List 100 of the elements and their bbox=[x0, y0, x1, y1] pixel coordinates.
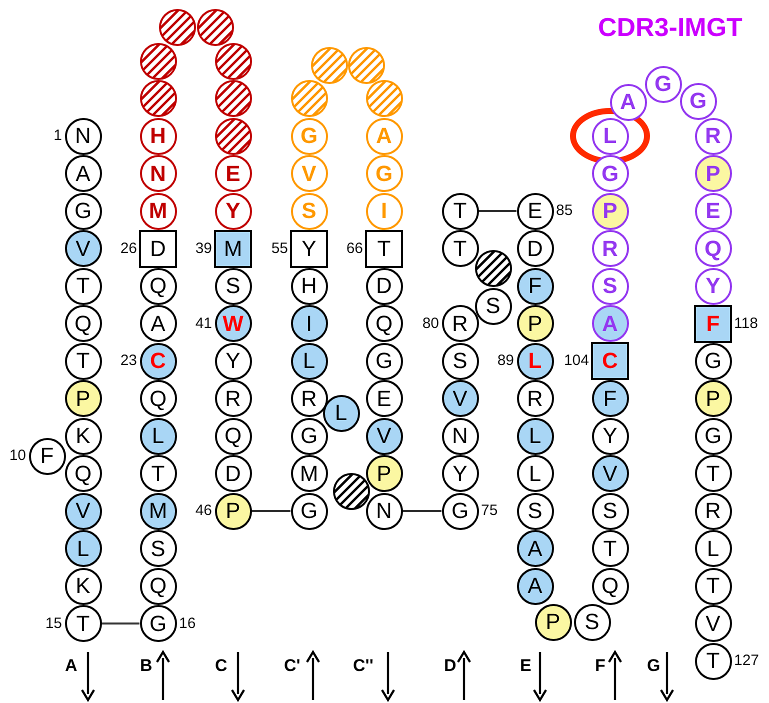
strand-label: B bbox=[140, 656, 152, 676]
residue-circle: V bbox=[64, 230, 102, 267]
residue-circle: I bbox=[290, 305, 328, 342]
residue-circle: Y bbox=[214, 342, 252, 380]
residue-circle: L bbox=[516, 342, 554, 380]
hatched-circle bbox=[196, 8, 234, 46]
residue-circle: M bbox=[290, 455, 328, 492]
residue-circle: Y bbox=[592, 418, 628, 454]
connector-line bbox=[402, 510, 442, 512]
residue-circle: G bbox=[694, 342, 732, 380]
residue-circle: C bbox=[140, 342, 176, 380]
residue-circle: A bbox=[610, 84, 646, 120]
residue-circle: R bbox=[290, 380, 328, 417]
residue-square: M bbox=[214, 230, 252, 268]
residue-circle: Y bbox=[442, 455, 478, 492]
residue-circle: Q bbox=[64, 455, 102, 492]
residue-circle: L bbox=[694, 530, 732, 567]
residue-circle: T bbox=[442, 230, 478, 267]
residue-circle: L bbox=[516, 418, 554, 454]
residue-number: 80 bbox=[422, 316, 439, 330]
residue-square: F bbox=[694, 304, 732, 342]
residue-circle: D bbox=[214, 455, 252, 492]
residue-circle: T bbox=[592, 530, 628, 567]
residue-circle: Q bbox=[592, 568, 628, 604]
hatched-circle bbox=[214, 80, 252, 117]
residue-circle: V bbox=[366, 418, 402, 454]
residue-circle: T bbox=[64, 268, 102, 304]
strand-label: G bbox=[647, 656, 660, 676]
residue-circle: F bbox=[28, 438, 66, 474]
residue-circle: P bbox=[366, 455, 402, 492]
strand-label: F bbox=[595, 656, 606, 676]
hatched-circle bbox=[366, 80, 402, 117]
residue-number: 41 bbox=[195, 316, 212, 330]
residue-circle: G bbox=[680, 82, 716, 120]
residue-circle: Q bbox=[140, 268, 176, 304]
residue-circle: P bbox=[694, 380, 732, 417]
residue-circle: H bbox=[140, 118, 176, 154]
residue-circle: H bbox=[290, 268, 328, 304]
residue-circle: E bbox=[516, 192, 554, 230]
residue-circle: Q bbox=[64, 305, 102, 342]
residue-circle: A bbox=[516, 568, 554, 604]
residue-square: Y bbox=[290, 230, 328, 268]
residue-circle: G bbox=[290, 492, 328, 530]
residue-number: 23 bbox=[120, 353, 137, 368]
residue-circle: G bbox=[694, 418, 732, 454]
hatched-circle bbox=[348, 46, 384, 84]
residue-circle: L bbox=[140, 418, 176, 454]
residue-square: T bbox=[365, 230, 403, 268]
strand-label: E bbox=[520, 656, 532, 676]
residue-circle: P bbox=[534, 604, 572, 640]
residue-circle: P bbox=[516, 305, 554, 342]
residue-circle: V bbox=[694, 605, 732, 642]
hatched-circle bbox=[214, 118, 252, 154]
strand-label: C' bbox=[284, 656, 300, 676]
residue-circle: K bbox=[64, 568, 102, 604]
residue-number: 1 bbox=[54, 128, 62, 143]
residue-circle: V bbox=[442, 380, 478, 417]
residue-circle: N bbox=[140, 155, 176, 192]
residue-circle: T bbox=[64, 342, 102, 380]
residue-circle: G bbox=[644, 66, 682, 102]
residue-circle: A bbox=[140, 305, 176, 342]
residue-circle: G bbox=[442, 492, 478, 530]
residue-circle: Q bbox=[214, 418, 252, 454]
residue-circle: S bbox=[214, 268, 252, 304]
residue-circle: D bbox=[516, 230, 554, 267]
residue-circle: I bbox=[366, 192, 402, 230]
residue-circle: S bbox=[516, 492, 554, 530]
residue-circle: P bbox=[64, 380, 102, 417]
residue-circle: L bbox=[516, 455, 554, 492]
residue-number: 55 bbox=[271, 240, 288, 256]
residue-circle: E bbox=[214, 155, 252, 192]
strand-label: A bbox=[65, 656, 78, 676]
residue-circle: K bbox=[64, 418, 102, 454]
residue-circle: G bbox=[64, 192, 102, 230]
residue-circle: L bbox=[64, 530, 102, 567]
residue-circle: S bbox=[474, 288, 512, 324]
residue-number: 46 bbox=[195, 503, 212, 518]
connector-line bbox=[102, 622, 140, 624]
residue-square: C bbox=[591, 342, 629, 380]
residue-circle: D bbox=[366, 268, 402, 304]
residue-circle: T bbox=[694, 455, 732, 492]
hatched-circle bbox=[158, 8, 196, 46]
residue-number: 16 bbox=[179, 616, 196, 630]
residue-circle: L bbox=[322, 394, 360, 432]
residue-circle: M bbox=[140, 192, 176, 230]
residue-circle: Y bbox=[694, 268, 732, 304]
strand-label: D bbox=[444, 656, 456, 676]
residue-number: 39 bbox=[195, 240, 212, 256]
residue-circle: Q bbox=[140, 380, 176, 417]
region-title: CDR3-IMGT bbox=[598, 12, 742, 43]
residue-circle: R bbox=[592, 230, 628, 267]
residue-circle: T bbox=[442, 192, 478, 230]
residue-circle: E bbox=[694, 192, 732, 230]
residue-circle: R bbox=[694, 118, 732, 154]
residue-circle: T bbox=[694, 642, 732, 680]
residue-circle: T bbox=[64, 605, 102, 642]
hatched-circle bbox=[140, 42, 176, 80]
residue-number: 127 bbox=[734, 653, 760, 668]
residue-number: 66 bbox=[346, 240, 363, 256]
residue-circle: A bbox=[516, 530, 554, 567]
